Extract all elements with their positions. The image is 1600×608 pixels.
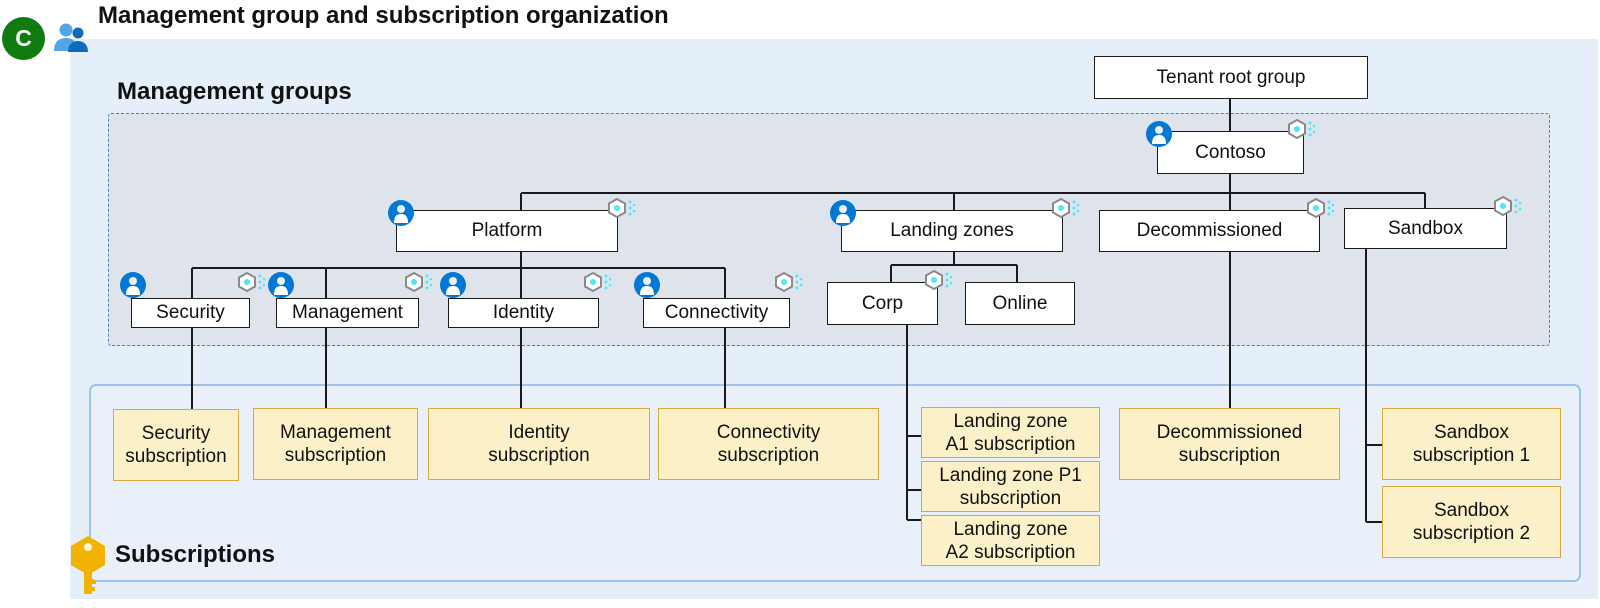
policy-person-icon — [439, 271, 467, 304]
mg-identity[interactable]: Identity — [448, 298, 599, 328]
mg-connectivity[interactable]: Connectivity — [643, 298, 790, 328]
page-title: Management group and subscription organi… — [98, 2, 669, 29]
resource-hexagon-icon — [923, 269, 953, 300]
resource-hexagon-icon — [1286, 118, 1316, 149]
mg-decommissioned[interactable]: Decommissioned — [1099, 210, 1320, 252]
resource-hexagon-icon — [1492, 195, 1522, 226]
people-group-icon — [52, 20, 90, 54]
mg-platform[interactable]: Platform — [396, 210, 618, 252]
policy-person-icon — [267, 271, 295, 304]
mg-corp[interactable]: Corp — [827, 282, 938, 325]
section-badge: C — [2, 17, 45, 60]
policy-person-icon — [387, 199, 415, 232]
resource-hexagon-icon — [773, 271, 803, 302]
subscriptions-heading: Subscriptions — [115, 541, 276, 568]
mg-security[interactable]: Security — [131, 298, 250, 328]
mg-online[interactable]: Online — [965, 282, 1075, 325]
resource-hexagon-icon — [606, 197, 636, 228]
policy-person-icon — [1145, 120, 1173, 153]
resource-hexagon-icon — [582, 271, 612, 302]
resource-hexagon-icon — [1305, 197, 1335, 228]
mg-sandbox[interactable]: Sandbox — [1344, 208, 1507, 249]
resource-hexagon-icon — [1050, 197, 1080, 228]
mg-landing-zones[interactable]: Landing zones — [841, 210, 1063, 252]
policy-person-icon — [633, 271, 661, 304]
policy-person-icon — [829, 199, 857, 232]
resource-hexagon-icon — [236, 271, 266, 302]
mg-contoso[interactable]: Contoso — [1157, 131, 1304, 174]
resource-hexagon-icon — [403, 271, 433, 302]
subscription-key-icon — [68, 535, 108, 602]
mg-management[interactable]: Management — [276, 298, 419, 328]
mg-tenant-root-group[interactable]: Tenant root group — [1094, 56, 1368, 99]
policy-person-icon — [119, 271, 147, 304]
management-groups-heading: Management groups — [117, 78, 352, 105]
